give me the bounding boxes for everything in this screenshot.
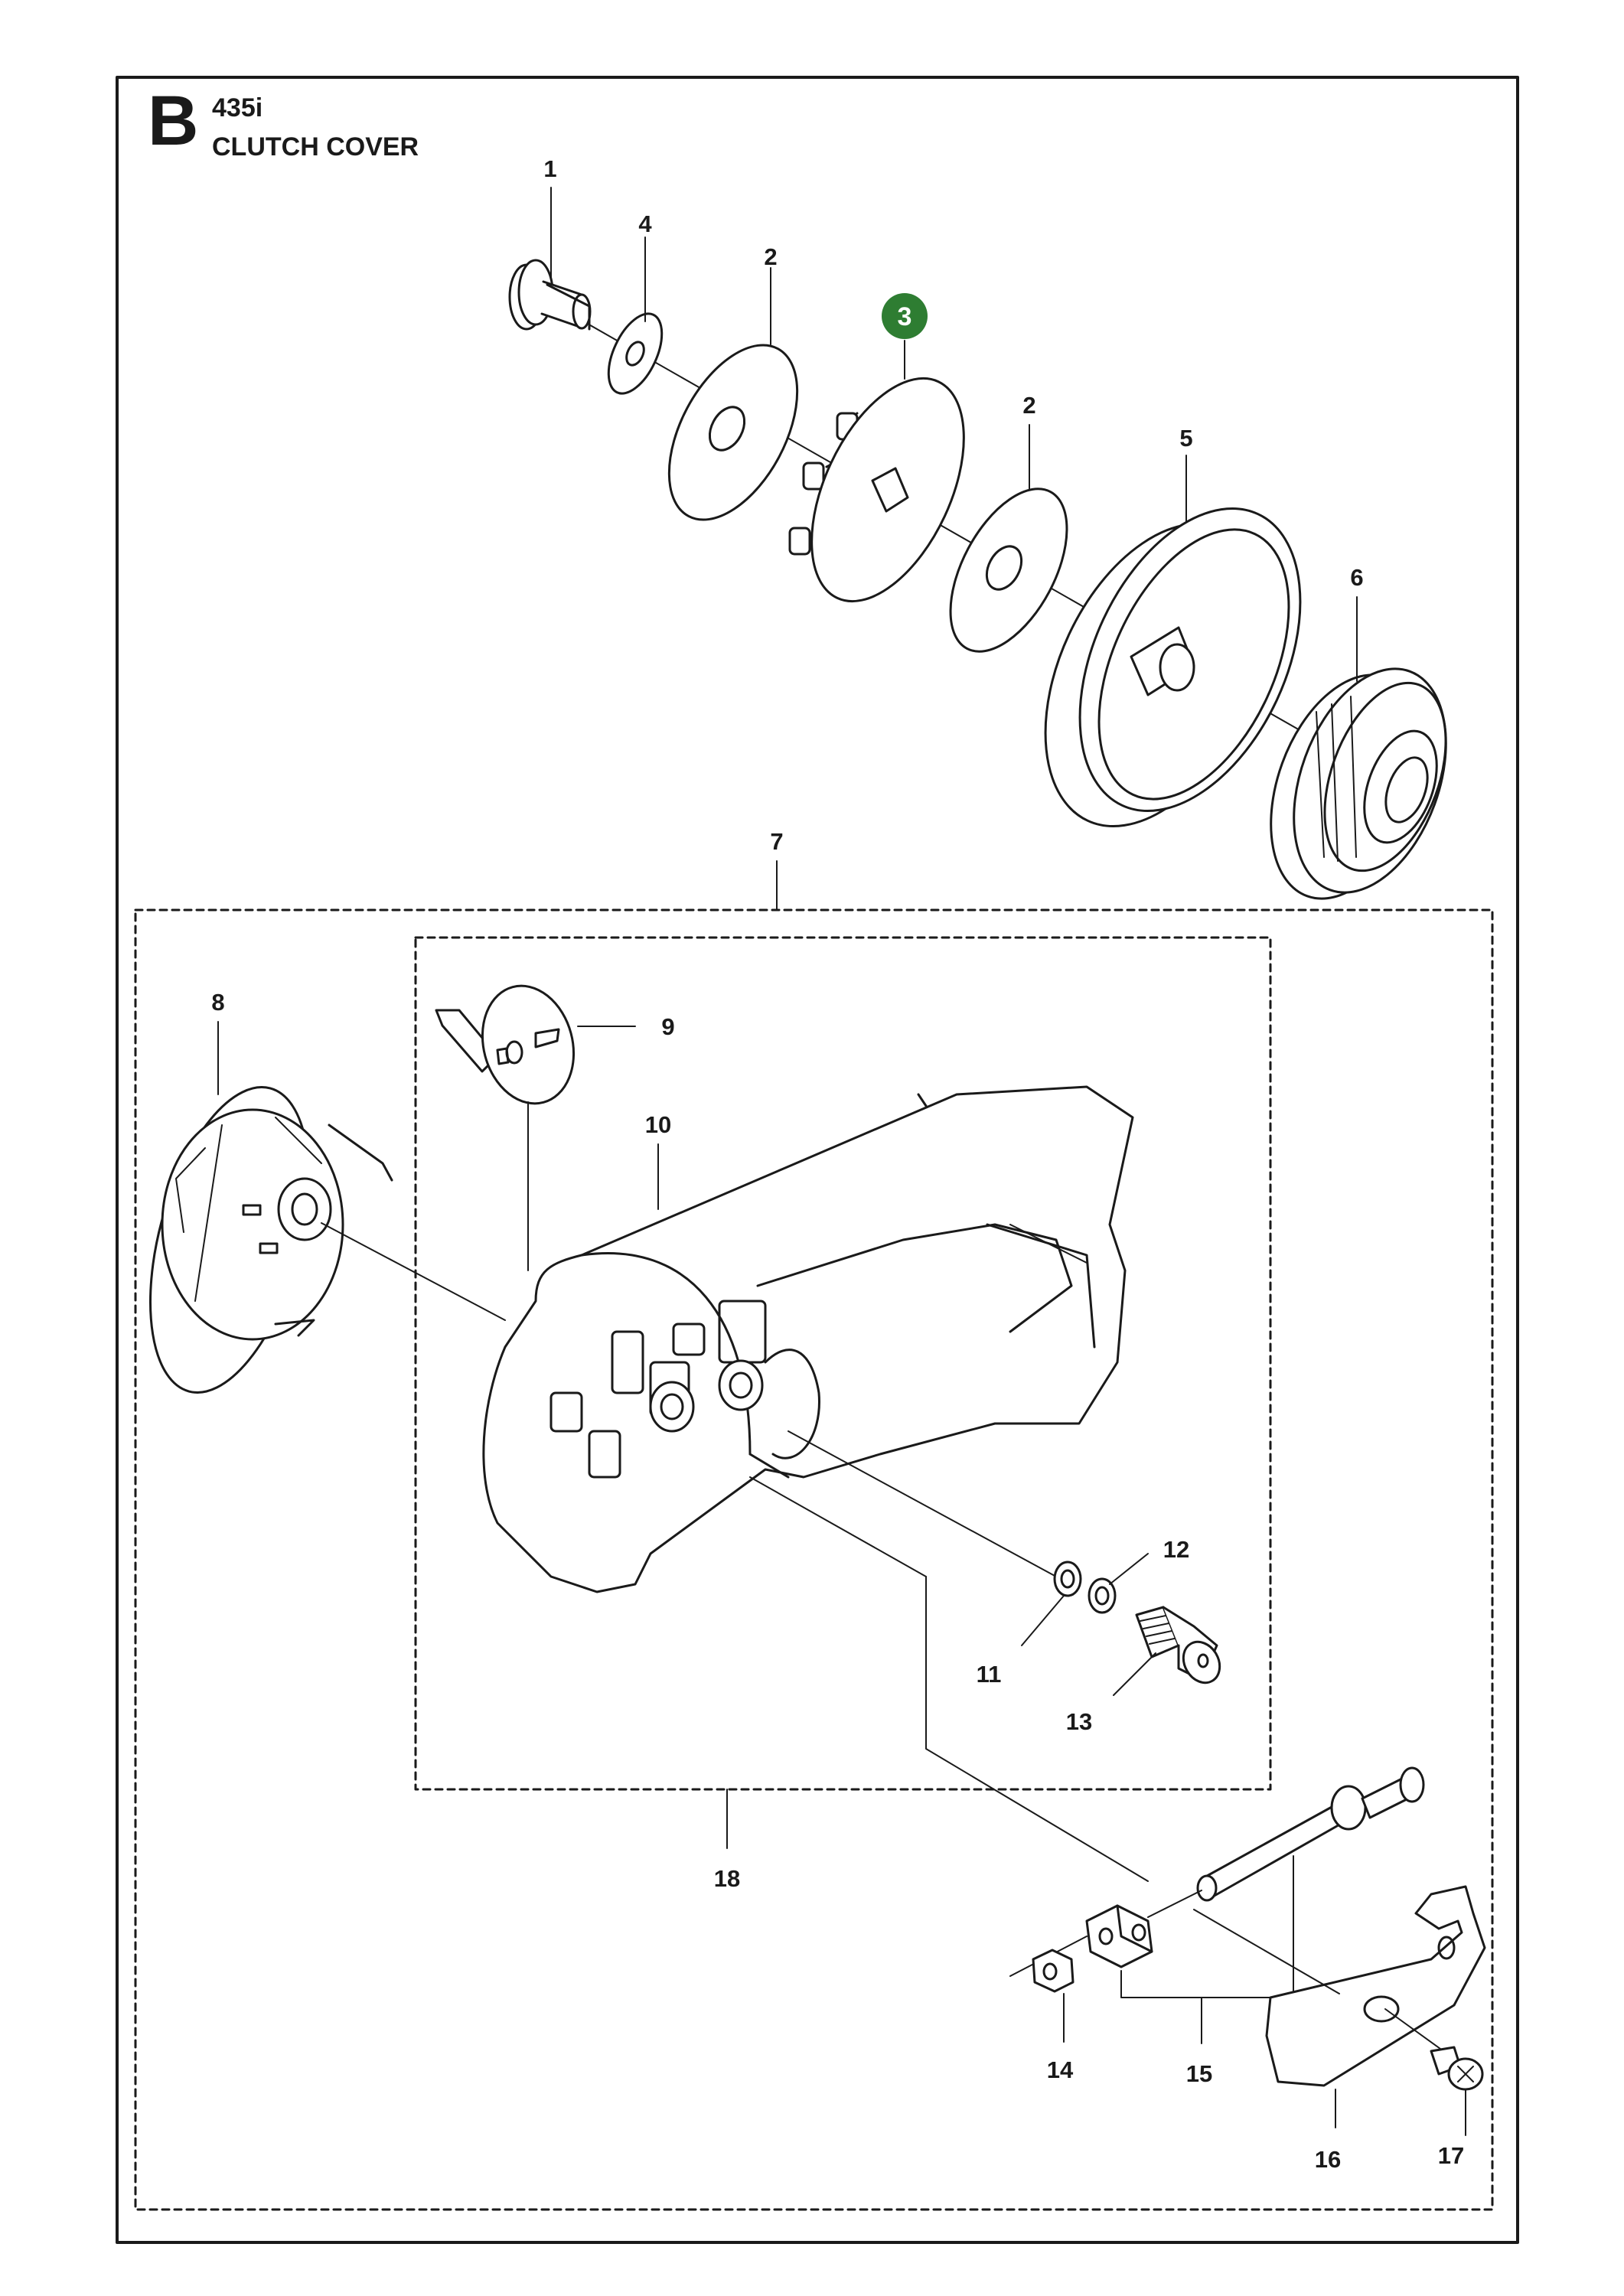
leader-8-to-cover [321,1222,506,1321]
page-frame [116,76,1519,2244]
callout-10: 10 [645,1111,671,1138]
leader-rod-to-plate [1193,1909,1340,1994]
part-2-washer-first [667,344,799,521]
section-letter: B [148,82,199,160]
part-13-adjust-screw [1135,1606,1221,1684]
part-3-clutch [788,377,965,603]
part-16-guide-plate [1265,1885,1486,2128]
callout-3-highlight [882,293,928,339]
part-17-screw [1384,2008,1484,2136]
callout-2b: 2 [1022,392,1035,419]
assembly-box-7 [134,908,1494,2211]
callout-14: 14 [1047,2056,1074,2083]
callout-16: 16 [1315,2146,1341,2173]
leader-12 [1109,1553,1149,1585]
leader-13 [1113,1652,1156,1696]
part-15-tensioner-rod [1196,1766,1425,1902]
callout-7: 7 [770,828,783,855]
part-11-washer [1053,1561,1082,1597]
part-12-washer [1088,1577,1117,1614]
part-2-washer-second [949,488,1068,653]
part-8-cover-plate [149,1086,393,1394]
part-1-bolt [508,259,592,331]
assembly-box-18 [414,936,1272,1791]
part-15-nut-block [1085,1904,1153,1968]
callout-9: 9 [661,1013,674,1040]
part-4-washer [607,312,664,395]
leader-11 [1021,1595,1065,1646]
callout-17: 17 [1438,2142,1464,2169]
part-9-plug [435,984,576,1105]
leader-nut-to-rod [1147,1890,1202,1918]
bracket-15 [1120,1855,1294,1998]
callout-6: 6 [1350,564,1363,591]
callout-13: 13 [1066,1708,1092,1735]
diagram-title: CLUTCH COVER [212,132,419,161]
callout-1: 1 [543,155,556,182]
callout-11: 11 [977,1661,1002,1688]
leader-15-path [925,1576,1149,1882]
part-14-square-nut [1032,1949,1075,1993]
model-name: 435i [212,93,263,122]
callout-18: 18 [714,1865,740,1892]
callout-4: 4 [638,210,652,237]
callout-8: 8 [211,989,224,1016]
callout-15: 15 [1186,2060,1212,2087]
callout-12: 12 [1163,1536,1189,1563]
leader-cover-to-11 [788,1430,1057,1577]
callout-5: 5 [1179,425,1192,452]
part-10-clutch-cover [482,1085,1134,1593]
callout-3: 3 [898,302,912,331]
part-6-sprocket-rim [1270,667,1447,900]
leader-cover-to-15 [749,1476,927,1577]
part-5-clutch-drum [1044,507,1302,828]
callout-2a: 2 [764,243,777,270]
